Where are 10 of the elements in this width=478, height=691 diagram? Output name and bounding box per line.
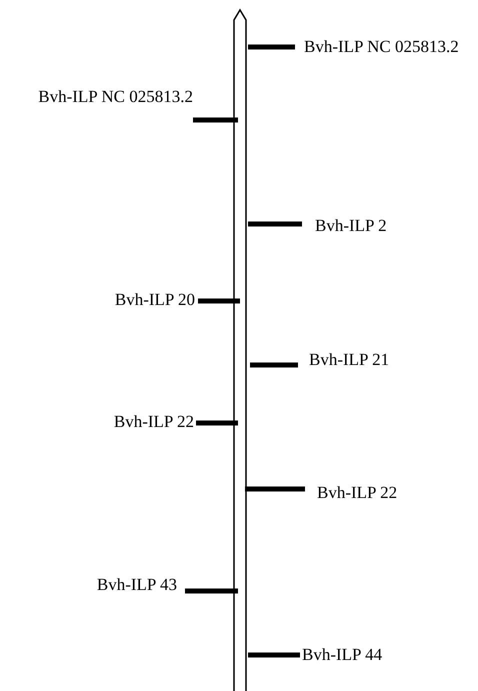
gene-label: Bvh-ILP 44	[302, 645, 382, 665]
gene-label: Bvh-ILP 20	[114, 290, 195, 310]
gene-label: Bvh-ILP 43	[96, 575, 177, 595]
chromosome-bar	[233, 8, 247, 691]
gene-label: Bvh-ILP 21	[309, 350, 390, 370]
gene-label: Bvh-ILP 2	[315, 216, 387, 236]
gene-label: Bvh-ILP NC 025813.2	[38, 87, 193, 107]
gene-label: Bvh-ILP NC 025813.2	[304, 37, 459, 57]
gene-label: Bvh-ILP 22	[317, 483, 398, 503]
gene-label: Bvh-ILP 22	[114, 412, 194, 432]
